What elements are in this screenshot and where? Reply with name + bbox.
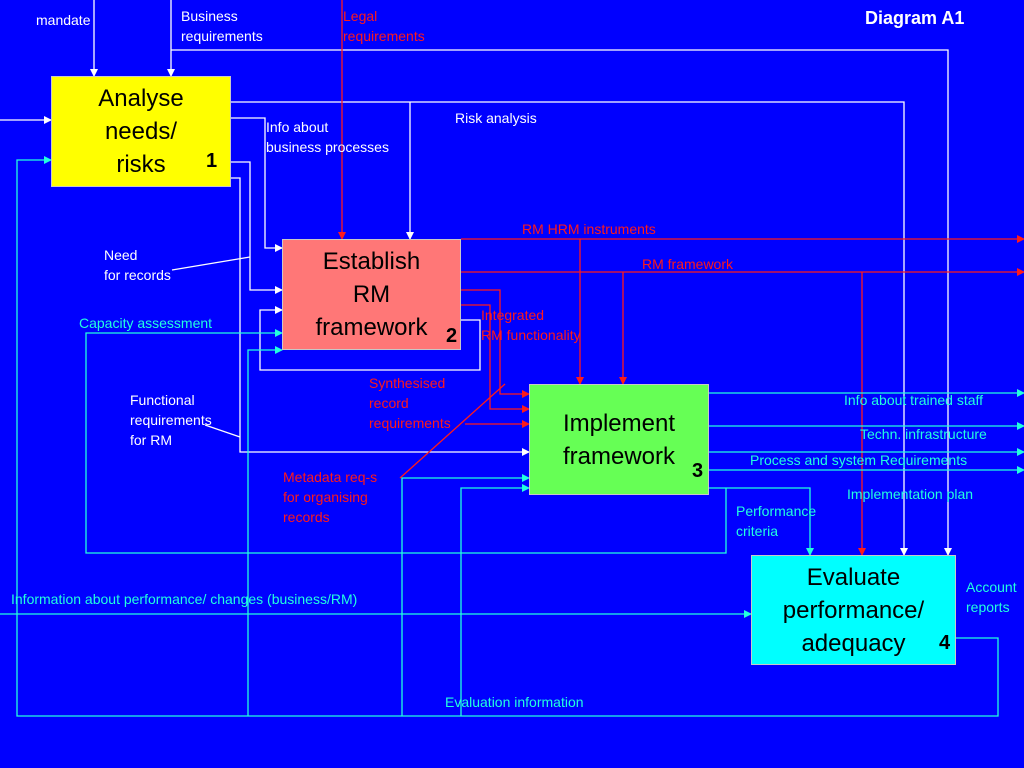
techn-infrastructure-label: Techn. infrastructure (860, 426, 987, 442)
need-records-pointer (171, 256, 251, 271)
mandate-label: mandate (36, 12, 91, 28)
risk-analysis-arrow (231, 101, 908, 556)
establish-framework-box: Establish RM framework (282, 239, 461, 350)
metadata-pointer (399, 383, 506, 479)
synthesised-arrow (461, 304, 530, 413)
establish-feedback (259, 306, 481, 371)
rm-framework-label: RM framework (642, 256, 734, 272)
evaluate-performance-box: Evaluate performance/ adequacy (751, 555, 956, 665)
analyse-needs-label: Analyse needs/ risks (98, 85, 184, 178)
metadata-requirements-label: Metadata req-s for organising records (283, 469, 378, 525)
evaluation-to-implement-2 (460, 484, 530, 716)
implement-framework-label: Implement framework (562, 409, 676, 470)
process-system-requirements-label: Process and system Requirements (750, 452, 968, 468)
info-business-processes-label: Info about business processes (266, 119, 389, 155)
evaluation-to-implement-1 (401, 474, 530, 716)
capacity-assessment-label: Capacity assessment (79, 315, 213, 331)
analyse-needs-number: 1 (206, 150, 218, 172)
evaluate-performance-number: 4 (939, 632, 951, 654)
accountability-reports-label: Account reports (966, 579, 1017, 615)
info-trained-staff-label: Info about trained staff (844, 392, 984, 408)
evaluation-info-loop (16, 156, 999, 717)
risk-analysis-label: Risk analysis (455, 110, 537, 126)
implement-framework-number: 3 (692, 460, 704, 482)
functional-req-pointer (204, 424, 241, 438)
evaluation-to-establish (247, 346, 283, 716)
performance-criteria-arrow (709, 487, 814, 556)
legal-requirements-label: Legal requirements (343, 8, 425, 44)
evaluate-performance-label: Evaluate performance/ adequacy (782, 563, 925, 657)
functional-requirements-label: Functional requirements for RM (130, 392, 212, 448)
information-performance-label: Information about performance/ changes (… (11, 591, 358, 607)
implement-framework-box: Implement framework (529, 384, 709, 495)
capacity-assessment-arrow (85, 329, 727, 554)
analyse-needs-box: Analyse needs/ risks (51, 76, 231, 187)
business-req-to-evaluate (171, 49, 952, 556)
implementation-plan-label: Implementation plan (847, 486, 974, 502)
need-records-arrow (231, 161, 283, 294)
info-processes-arrow (231, 117, 283, 252)
business-requirements-label: Business requirements (181, 8, 263, 44)
diagram-title: Diagram A1 (865, 8, 965, 28)
functional-req-arrow (231, 177, 530, 456)
integrated-rm-functionality-label: Integrated RM functionality (481, 307, 581, 343)
synthesised-record-requirements-label: Synthesised record requirements (369, 375, 451, 431)
performance-criteria-label: Performance criteria (736, 503, 817, 539)
rm-hrm-instruments-label: RM HRM instruments (522, 221, 656, 237)
evaluation-information-label: Evaluation information (445, 694, 584, 710)
need-for-records-label: Need for records (104, 247, 171, 283)
establish-framework-label: Establish RM framework (315, 248, 428, 341)
establish-framework-number: 2 (446, 325, 458, 347)
integrated-func-arrow (461, 289, 530, 398)
